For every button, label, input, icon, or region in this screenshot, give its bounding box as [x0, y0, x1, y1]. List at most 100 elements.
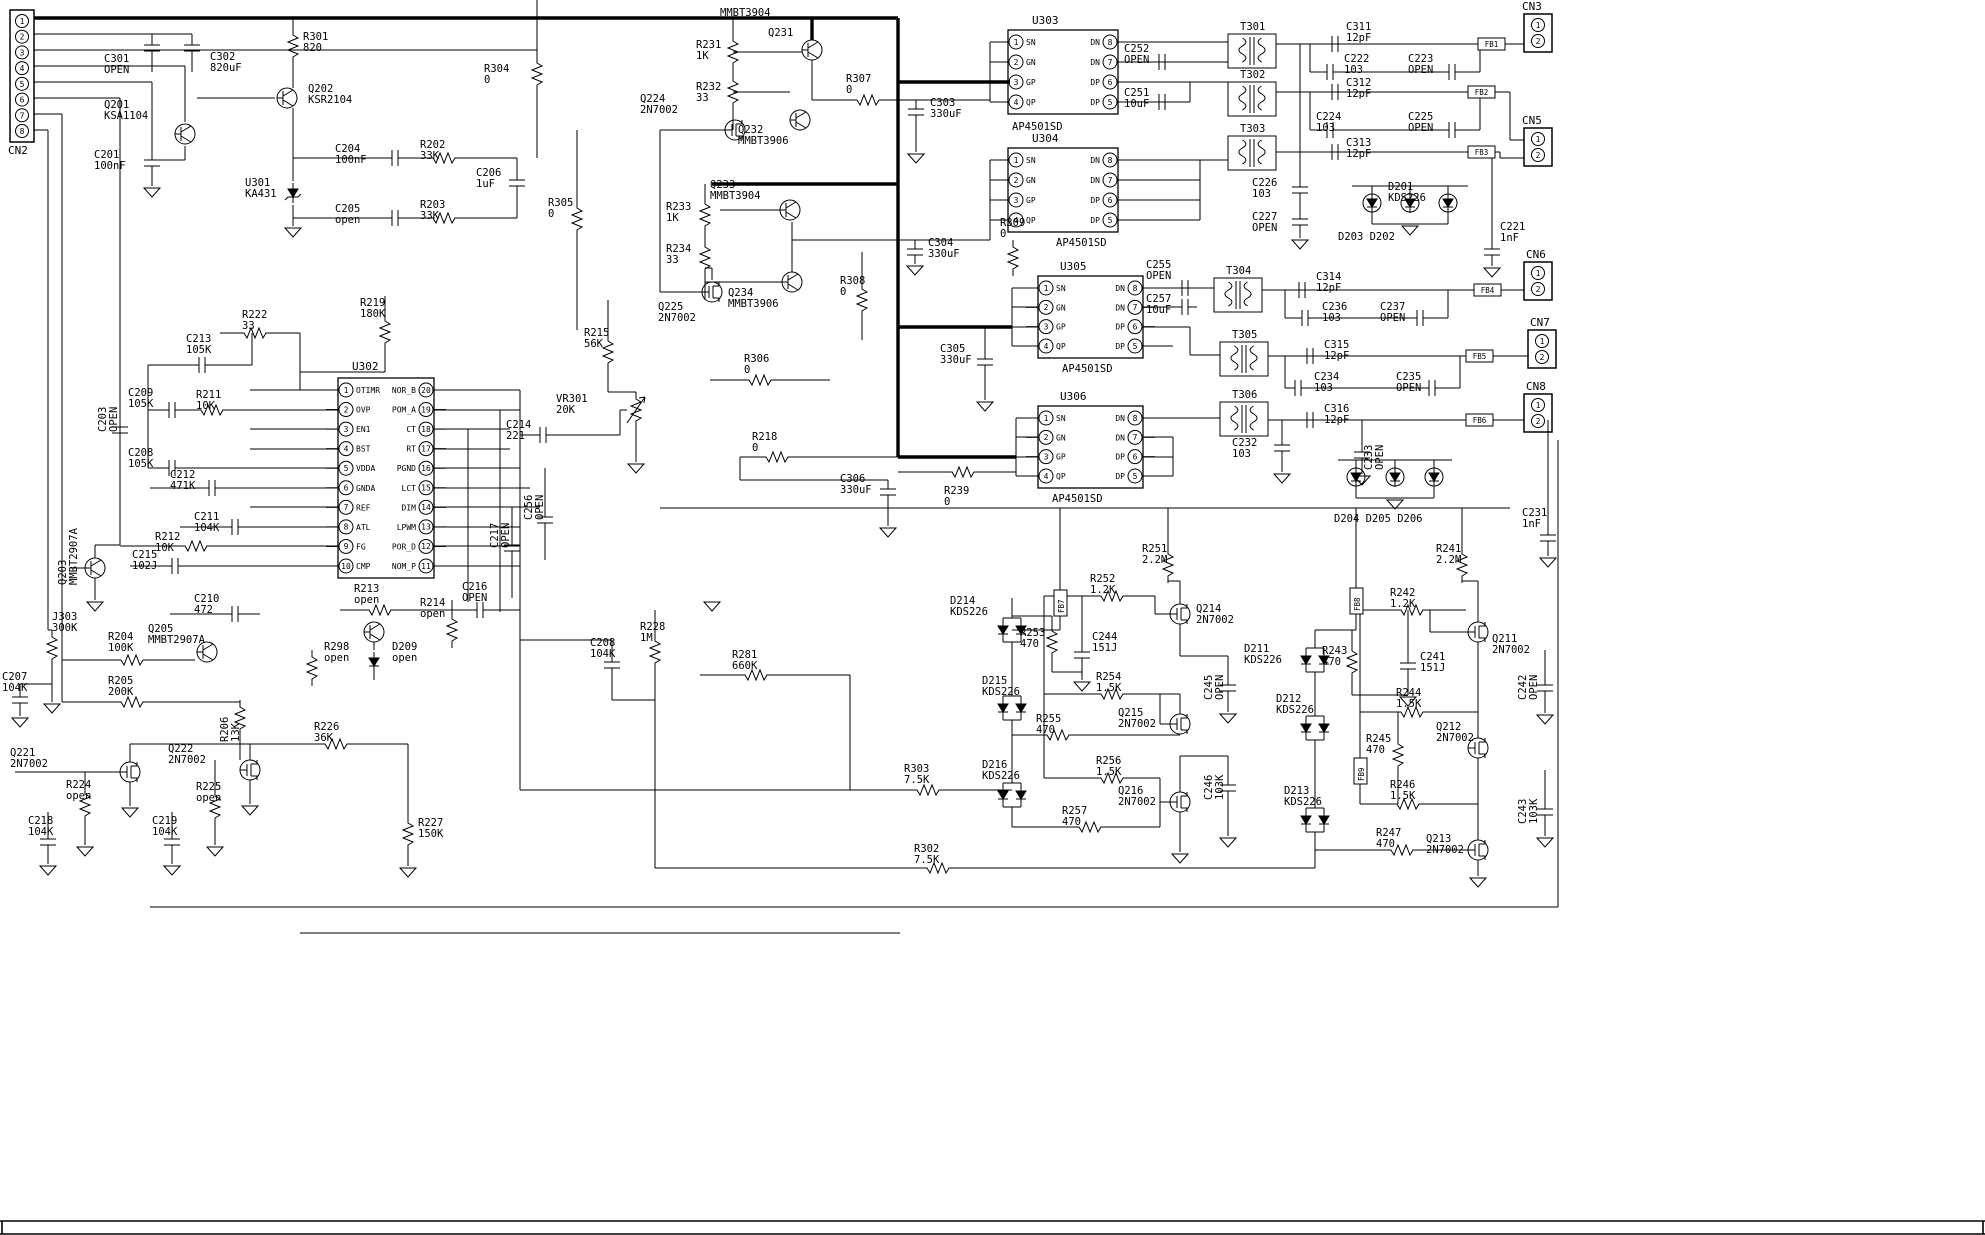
value-C215: 102J [132, 560, 157, 572]
ic-pin-U304-6 [1102, 192, 1118, 208]
value-Q221: 2N7002 [10, 758, 48, 770]
ic-pin-U306-2 [1038, 429, 1054, 445]
value-D214: KDS226 [950, 606, 988, 618]
value-C237: OPEN [1380, 312, 1405, 324]
ic-pin-U306-4 [1038, 468, 1054, 484]
connector-pin-CN6-2 [1531, 282, 1545, 296]
ic-pin-num-U303-3: 3 [1014, 78, 1019, 87]
ic-pin-U305-4 [1038, 338, 1054, 354]
ic-pin-num-U305-2: 2 [1044, 303, 1049, 312]
ic-pin-num-U302-14: 14 [421, 503, 431, 512]
label-D215: D215 [982, 675, 1007, 687]
ic-pin-num-U305-1: 1 [1044, 284, 1049, 293]
label-R228: R228 [640, 621, 665, 633]
ic-pin-label-U302-18: CT [406, 425, 416, 434]
ic-pin-label-U302-19: POM_A [392, 406, 416, 415]
schem-shape [45, 630, 59, 666]
value-R307: 0 [846, 84, 852, 96]
label-R211: R211 [196, 389, 221, 401]
value-Q214: 2N7002 [1196, 614, 1234, 626]
schem-shape [142, 187, 162, 198]
label-R231: R231 [696, 39, 721, 51]
schem-shape [504, 536, 520, 560]
value-C235: OPEN [1396, 382, 1421, 394]
value-C218: 104K [28, 826, 54, 838]
value-R222: 33 [242, 320, 255, 332]
label-Q231: Q231 [768, 27, 793, 39]
schem-shape [160, 402, 184, 418]
schem-shape [509, 171, 525, 195]
ferrite-bead-FB2 [1467, 85, 1496, 99]
label-C216: C216 [462, 581, 487, 593]
ferrite-bead-label-FB7: FB7 [1057, 599, 1066, 613]
diode-icon [368, 657, 380, 667]
ic-pin-num-U304-2: 2 [1014, 176, 1019, 185]
ic-pin-U305-6 [1127, 319, 1143, 335]
label-C251: C251 [1124, 87, 1149, 99]
label-R243: R243 [1322, 645, 1347, 657]
connector-pin-label-CN3-2: 2 [1536, 37, 1541, 46]
transformer-label-T305: T305 [1232, 329, 1257, 341]
label-C213: C213 [186, 333, 211, 345]
ic-pin-label-U302-10: CMP [356, 562, 371, 571]
schem-shape [1394, 603, 1430, 617]
schem-shape [1161, 547, 1175, 583]
label-R203: R203 [420, 199, 445, 211]
value-C311: 12pF [1346, 32, 1371, 44]
schem-shape [1484, 240, 1500, 264]
ic-pin-U306-1 [1038, 410, 1054, 426]
value-R232: 33 [696, 92, 709, 104]
value-Q225: 2N7002 [658, 312, 696, 324]
ic-pin-U302-9 [338, 538, 354, 554]
value-D201: KDS226 [1388, 192, 1426, 204]
transformer-T304 [1213, 277, 1263, 313]
label-R215: R215 [584, 327, 609, 339]
ic-pin-num-U302-15: 15 [421, 484, 431, 493]
ic-pin-label-U304-8: DN [1090, 156, 1100, 165]
schem-shape [1455, 547, 1469, 583]
schem-shape [160, 460, 184, 476]
label-C204: C204 [335, 143, 360, 155]
ferrite-bead-FB3 [1467, 145, 1496, 159]
connector-pin-label-CN7-1: 1 [1540, 337, 1545, 346]
ic-pin-label-U302-7: REF [356, 503, 371, 512]
ic-pin-label-U302-1: OTIMR [356, 386, 380, 395]
schem-shape [1323, 84, 1347, 100]
schem-shape [1150, 54, 1174, 70]
label-R234: R234 [666, 243, 691, 255]
value-R218: 0 [752, 442, 758, 454]
ferrite-bead-FB5 [1465, 349, 1494, 363]
schem-shape [759, 450, 795, 464]
value-R215: 56K [584, 338, 604, 350]
connector-pin-label-CN2-4: 4 [20, 64, 25, 73]
schem-shape [975, 401, 995, 412]
ic-pin-U304-3 [1008, 192, 1024, 208]
label-R252: R252 [1090, 573, 1115, 585]
ic-pin-label-U305-3: GP [1056, 323, 1066, 332]
schem-shape [998, 698, 1008, 718]
ic-pin-label-U302-3: EN1 [356, 425, 371, 434]
ic-pin-label-U306-1: SN [1056, 414, 1066, 423]
ic-pin-num-U302-20: 20 [421, 386, 431, 395]
schem-shape [604, 653, 620, 677]
connector-pin-label-CN2-3: 3 [20, 48, 25, 57]
transformer-T302 [1227, 81, 1277, 117]
label-C316: C316 [1324, 403, 1349, 415]
ic-pin-U302-5 [338, 460, 354, 476]
schem-shape [200, 480, 224, 496]
label-C242: C242 [1517, 675, 1529, 700]
schem-shape [144, 36, 160, 60]
schem-shape [1468, 622, 1486, 642]
label-C315: C315 [1324, 339, 1349, 351]
label-R212: R212 [155, 531, 180, 543]
label-Q202: Q202 [308, 83, 333, 95]
schem-shape [12, 688, 28, 712]
ic-pin-U302-6 [338, 480, 354, 496]
value-U301: KA431 [245, 188, 277, 200]
schem-shape [1400, 225, 1420, 236]
schem-shape [908, 100, 924, 124]
ic-pin-U302-14 [418, 499, 434, 515]
value-R246: 1.5K [1390, 790, 1416, 802]
ic-pin-num-U302-5: 5 [344, 464, 349, 473]
value-C201: 100nF [94, 160, 126, 172]
